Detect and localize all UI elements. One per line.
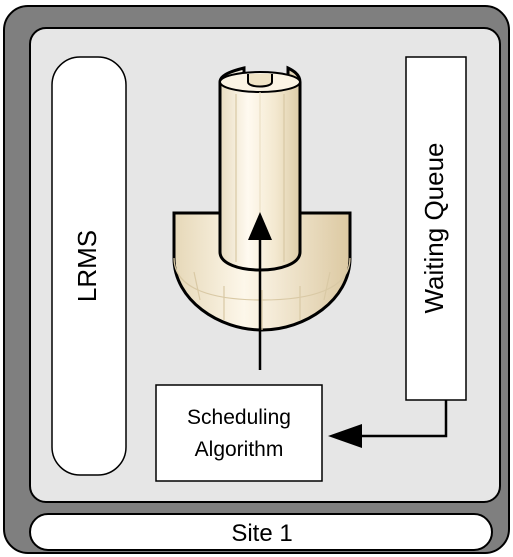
site-label: Site 1 (231, 520, 292, 547)
lrms-box: LRMS (52, 57, 126, 475)
scheduling-algorithm-box: Scheduling Algorithm (156, 385, 322, 481)
scheduling-algorithm-label-line1: Scheduling (187, 406, 291, 429)
waiting-queue-label: Waiting Queue (419, 142, 449, 313)
site-label-pill: Site 1 (30, 514, 492, 550)
scheduling-algorithm-label-line2: Algorithm (195, 438, 284, 461)
waiting-queue-box: Waiting Queue (406, 57, 466, 400)
lrms-label: LRMS (72, 230, 102, 302)
